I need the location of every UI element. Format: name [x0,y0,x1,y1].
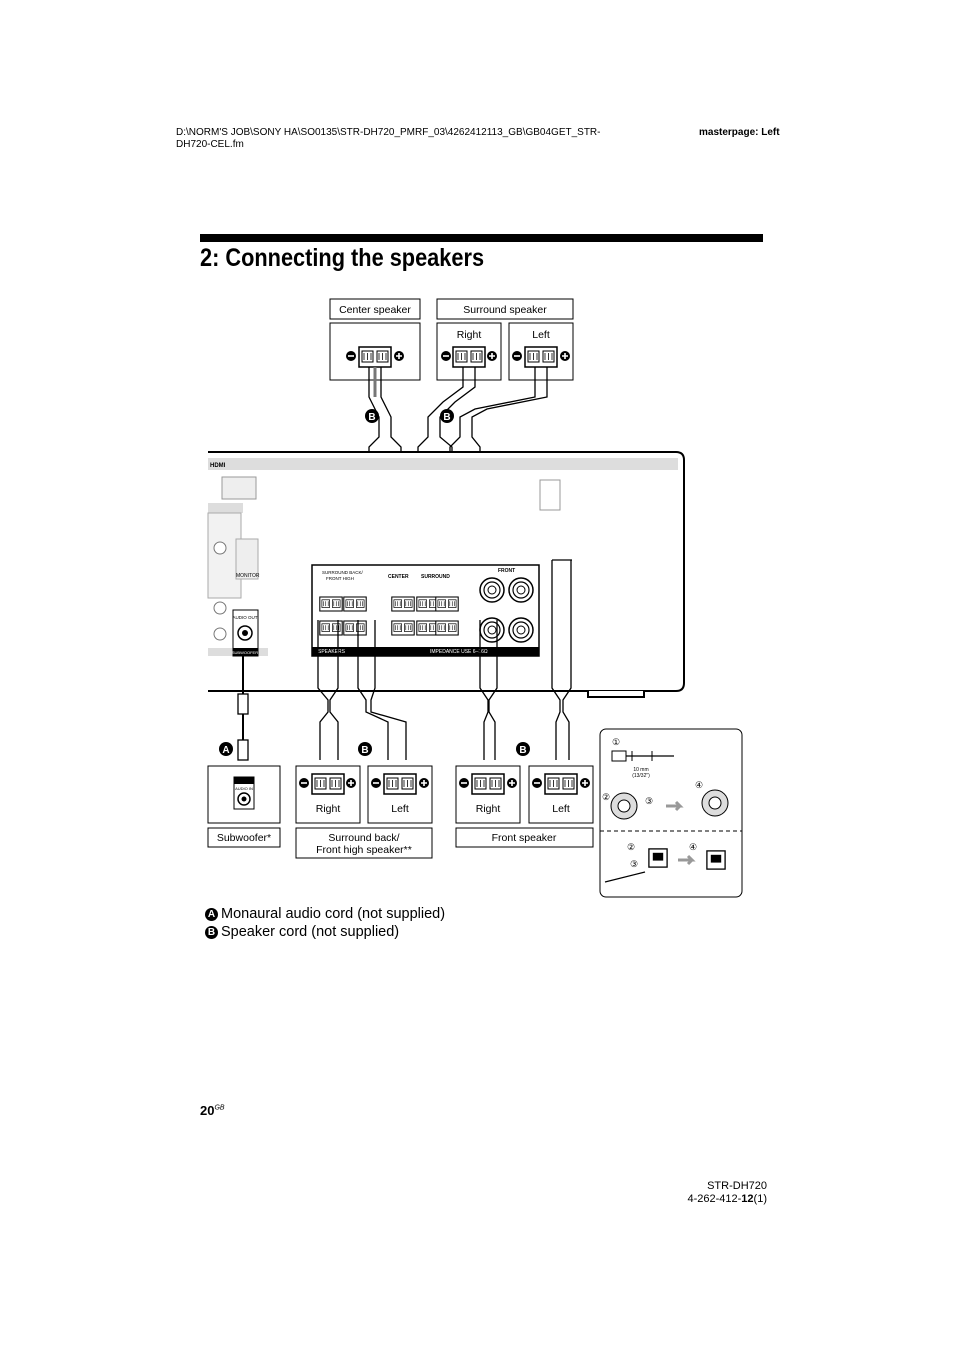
svg-text:AUDIO IN: AUDIO IN [235,786,253,791]
svg-text:FRONT HIGH: FRONT HIGH [326,576,354,581]
svg-text:②: ② [602,792,610,802]
svg-text:Subwoofer*: Subwoofer* [217,832,271,844]
page-number-suffix: GB [214,1104,225,1112]
svg-text:Right: Right [316,803,341,815]
receiver-rear-panel: HDMI MONITOR AUDIO OUT SUBWOOFER SPEAKER… [207,451,685,698]
file-path-line-2: DH720-CEL.fm [176,139,244,150]
svg-text:10 mm: 10 mm [633,767,648,773]
front-speaker-label: Front speaker [455,827,594,848]
legend-text-b: Speaker cord (not supplied) [221,924,400,940]
bottom-speaker-cables [237,559,572,761]
cord-preparation-inset: ① 10 mm (13/32") ② ③ ④ ② ③ ④ [599,728,743,898]
subwoofer: AUDIO IN [207,765,281,824]
svg-text:SURROUND BACK/: SURROUND BACK/ [322,570,364,575]
svg-text:Left: Left [552,803,570,815]
svg-text:AUDIO OUT: AUDIO OUT [232,615,257,620]
svg-text:Right: Right [476,803,501,815]
file-path-line-1: D:\NORM'S JOB\SONY HA\SO0135\STR-DH720_P… [176,127,601,138]
svg-text:MONITOR: MONITOR [236,573,260,579]
svg-text:Surround speaker: Surround speaker [463,304,547,316]
surround-back-speaker-left: Left [367,765,433,824]
svg-text:A: A [222,745,229,756]
legend-badge-b: B [205,925,218,939]
svg-text:Left: Left [391,803,409,815]
svg-text:FRONT: FRONT [498,568,515,574]
cable-badge-b-surround-back: B [358,742,372,756]
svg-text:Right: Right [457,329,482,341]
surround-speaker-right: Right [436,322,502,381]
legend-text-a: Monaural audio cord (not supplied) [221,906,446,922]
legend-item-a: A Monaural audio cord (not supplied) [205,906,445,922]
svg-text:HDMI: HDMI [210,463,226,469]
cable-badge-a: A [219,742,233,756]
surround-back-label: Surround back/ Front high speaker** [295,827,433,859]
masterpage-label: masterpage: Left [699,127,780,138]
subwoofer-label: Subwoofer* [207,827,281,848]
svg-text:①: ① [612,737,620,747]
cable-badge-b-surround: B [440,409,454,423]
page-number: 20GB [200,1103,225,1118]
svg-text:Center speaker: Center speaker [339,304,411,316]
svg-text:B: B [519,745,526,756]
cable-badge-b-front: B [516,742,530,756]
svg-text:CENTER: CENTER [388,574,409,580]
svg-text:Front high speaker**: Front high speaker** [316,844,412,856]
svg-text:Front speaker: Front speaker [492,832,557,844]
svg-text:SUBWOOFER: SUBWOOFER [232,650,258,655]
part-number: 4-262-412-12(1) [687,1193,767,1205]
page-title: 2: Connecting the speakers [200,244,485,272]
svg-text:IMPEDANCE USE 6–16Ω: IMPEDANCE USE 6–16Ω [430,649,488,655]
surround-speaker-label: Surround speaker [436,298,574,320]
svg-text:Left: Left [532,329,550,341]
legend-badge-a: A [205,907,218,921]
front-speaker-right: Right [455,765,521,824]
svg-text:③: ③ [630,859,638,869]
center-speaker-label: Center speaker [329,298,421,320]
svg-text:③: ③ [645,796,653,806]
svg-text:④: ④ [689,842,697,852]
cable-badge-b-center: B [365,409,379,423]
front-speaker-left: Left [528,765,594,824]
svg-text:B: B [443,412,450,423]
legend-item-b: B Speaker cord (not supplied) [205,924,399,940]
model-footer: STR-DH720 4-262-412-12(1) [640,1180,767,1206]
title-rule [200,234,763,242]
svg-text:SURROUND: SURROUND [421,574,450,580]
svg-text:②: ② [627,842,635,852]
svg-text:SPEAKERS: SPEAKERS [318,649,346,655]
svg-text:(13/32"): (13/32") [632,773,650,779]
file-path-header: D:\NORM'S JOB\SONY HA\SO0135\STR-DH720_P… [176,127,676,151]
svg-text:B: B [368,412,375,423]
surround-speaker-left: Left [508,322,574,381]
surround-back-speaker-right: Right [295,765,361,824]
svg-text:B: B [361,745,368,756]
svg-text:Surround back/: Surround back/ [328,832,399,844]
model-name: STR-DH720 [707,1180,767,1192]
svg-text:④: ④ [695,780,703,790]
